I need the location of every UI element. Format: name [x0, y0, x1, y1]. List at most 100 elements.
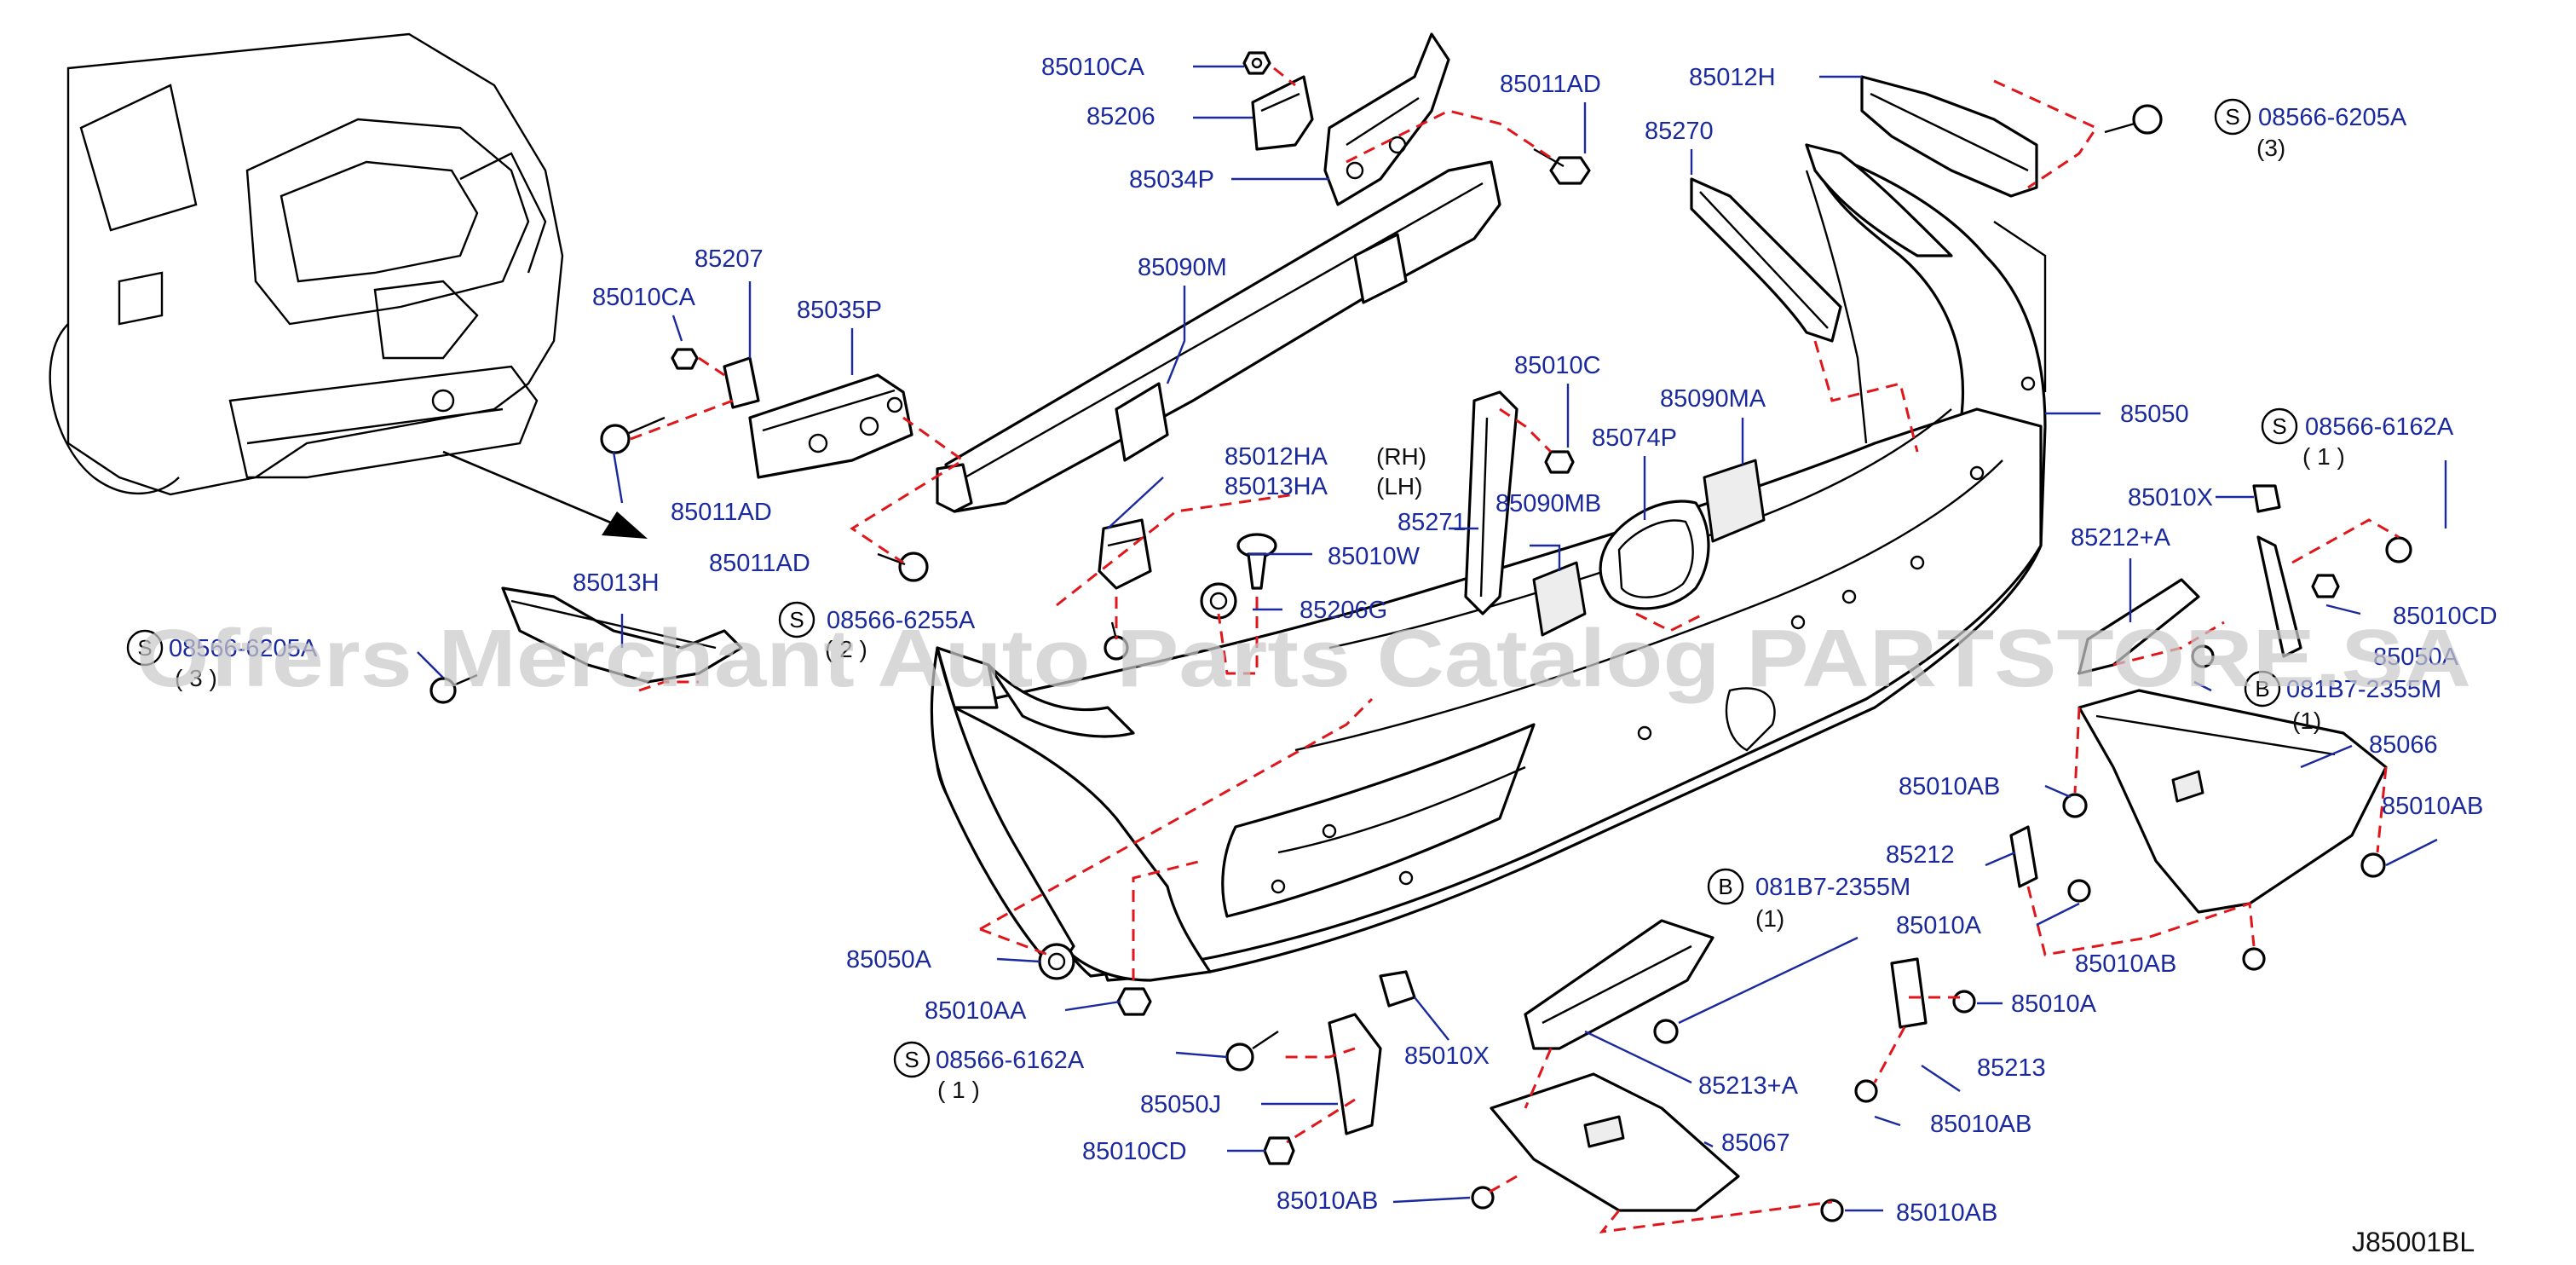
bolt-85010AB-b2: [1820, 1199, 1844, 1222]
symbol-s-6255A-text: S: [789, 607, 804, 632]
bracket-85270: [1690, 177, 1842, 343]
label-08566-6205A: 08566-6205A: [2258, 104, 2407, 131]
bolt-85010AB-b1: [1471, 1186, 1495, 1210]
label-85212A: 85212+A: [2071, 524, 2171, 552]
label-85010AB-b1: 85010AB: [1276, 1187, 1378, 1215]
bolt-85010AA: [1116, 987, 1152, 1016]
nut-85010CD-right: [2311, 574, 2340, 598]
label-85067: 85067: [1721, 1129, 1790, 1157]
clip-85010X-right: [2252, 484, 2281, 513]
label-85010C: 85010C: [1514, 352, 1601, 379]
label-85207: 85207: [694, 245, 764, 273]
clip-85012HA: [1098, 518, 1152, 590]
label-081B7-2355M-mid-qty: (1): [1755, 905, 1784, 932]
nut-85010CA-top: [1242, 51, 1271, 75]
label-081B7-2355M-mid: 081B7-2355M: [1755, 874, 1910, 901]
label-85035P: 85035P: [797, 297, 882, 324]
label-85010AB-r3: 85010AB: [2075, 950, 2176, 978]
label-85090M: 85090M: [1138, 254, 1227, 281]
label-081B7-2355M-right-qty: (1): [2292, 708, 2321, 734]
fascia-upper-edge: [1805, 143, 1953, 444]
label-85010CD-right: 85010CD: [2393, 603, 2498, 630]
label-85066: 85066: [2369, 731, 2438, 759]
bracket-85213: [1890, 957, 1928, 1029]
label-85090MA: 85090MA: [1660, 385, 1766, 413]
undercover-85066: [2078, 689, 2388, 914]
bracket-85206: [1251, 75, 1314, 151]
installation-lines: [630, 66, 2400, 1233]
label-08566-6205A-left: 08566-6205A: [169, 635, 318, 662]
label-08566-6162A-right: 08566-6162A: [2305, 413, 2454, 441]
label-85010X-bottom: 85010X: [1404, 1043, 1490, 1070]
label-85270: 85270: [1645, 118, 1714, 145]
bracket-85212: [2009, 825, 2038, 888]
label-85213A: 85213+A: [1698, 1072, 1799, 1100]
pad-85090MA: [1703, 459, 1766, 543]
direction-arrow: [442, 450, 648, 539]
screw-08566-6162A-bottom: [1225, 1031, 1279, 1071]
label-85010AB-b2: 85010AB: [1896, 1199, 1997, 1227]
seal-85074P: [1599, 500, 1710, 610]
label-85271: 85271: [1397, 509, 1467, 536]
label-08566-6255A-qty: ( 2 ): [825, 636, 867, 662]
bolt-081B7-right: [2191, 644, 2215, 668]
label-85012H: 85012H: [1689, 64, 1776, 91]
label-85010AB-r4: 85010AB: [1930, 1111, 2031, 1138]
label-85213: 85213: [1977, 1054, 2046, 1082]
part-labels: 85010CA 85206 85034P 85011AD 85012H 8527…: [169, 54, 2498, 1227]
label-08566-6205A-left-qty: ( 3 ): [175, 665, 217, 691]
symbol-b-mid: [1707, 868, 1744, 905]
retainer-85012H: [1860, 75, 2038, 198]
bolt-081B7-mid: [1653, 1019, 1679, 1044]
bracket-85271: [1464, 390, 1519, 615]
bolt-85011AD-left: [600, 416, 666, 454]
bracket-85212A: [2078, 578, 2200, 675]
label-85074P: 85074P: [1592, 425, 1677, 452]
label-85010A-r1: 85010A: [1896, 912, 1982, 939]
label-081B7-2355M-right: 081B7-2355M: [2286, 676, 2441, 703]
bracket-85034P: [1323, 32, 1450, 206]
label-85010W: 85010W: [1328, 543, 1421, 570]
label-08566-6205A-qty: (3): [2256, 135, 2285, 161]
bolt-85010AB-r1: [2062, 793, 2088, 818]
nut-85010CD-bottom: [1263, 1136, 1295, 1165]
label-85206G: 85206G: [1300, 597, 1387, 624]
screw-08566-6162A-right: [2385, 536, 2412, 563]
clip-85010X-bottom: [1379, 970, 1416, 1008]
label-85050A: 85050A: [846, 946, 932, 973]
label-85034P: 85034P: [1129, 166, 1214, 194]
label-85013H: 85013H: [573, 569, 660, 597]
bolt-85010A-r2: [1952, 990, 1976, 1014]
bolt-85010A-r1: [2067, 879, 2091, 903]
label-85010X-right: 85010X: [2128, 484, 2213, 511]
label-85010CD-bottom: 85010CD: [1082, 1138, 1187, 1165]
screw-left-08566: [429, 673, 478, 704]
label-85013HA: 85013HA: [1225, 473, 1328, 500]
symbol-s-left-text: S: [137, 635, 152, 661]
bumper-fascia-85050: [930, 143, 2047, 982]
screw-08566-6205A: [2104, 104, 2163, 135]
symbol-s-left: [126, 629, 164, 667]
symbol-s-6205A-text: S: [2225, 104, 2239, 130]
vehicle-rear-outline: [49, 32, 564, 496]
bolt-85050A: [1038, 943, 1075, 980]
bolt-85011AD-top: [1533, 147, 1591, 185]
diagram-code: J85001BL: [2352, 1227, 2475, 1257]
label-08566-6162A-bottom-qty: ( 1 ): [937, 1077, 980, 1103]
label-85010AB-r1: 85010AB: [1899, 773, 2000, 800]
label-85011AD-left: 85011AD: [671, 499, 772, 526]
bracket-85035P: [748, 373, 913, 479]
symbol-s-6205A: [2214, 98, 2251, 136]
symbol-markers: S S S S B B S: [126, 98, 2298, 1078]
label-85050: 85050: [2120, 401, 2189, 428]
symbol-s-6162A-bottom: [893, 1041, 931, 1078]
label-08566-6255A: 08566-6255A: [827, 607, 976, 634]
undercover-85067: [1490, 1072, 1740, 1212]
nut-85010CA-left: [671, 348, 699, 370]
leader-lines: [417, 65, 2447, 1212]
bolt-85010AB-r3: [2242, 947, 2266, 971]
label-85010CA-top: 85010CA: [1041, 54, 1145, 81]
symbol-s-6162A-bottom-text: S: [904, 1047, 919, 1072]
label-85050J: 85050J: [1140, 1091, 1221, 1118]
bracket-85207: [723, 356, 760, 409]
